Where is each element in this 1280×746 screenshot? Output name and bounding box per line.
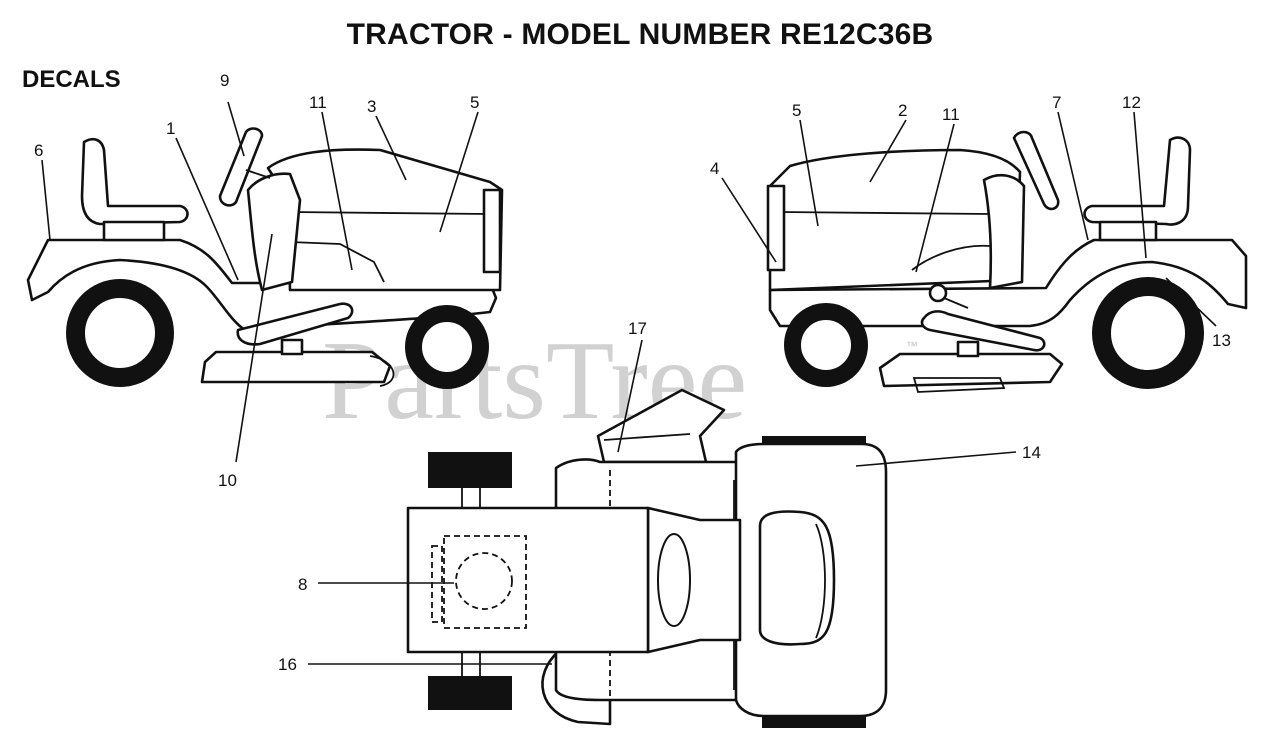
- callout-17: 17: [628, 319, 647, 338]
- callout-11-right: 11: [942, 105, 960, 124]
- steering-wheel-top: [657, 533, 691, 627]
- hood-right: [768, 148, 1022, 292]
- callout-7: 7: [1052, 93, 1061, 112]
- callout-12: 12: [1122, 93, 1141, 112]
- callout-13: 13: [1212, 331, 1231, 350]
- leader-9: [227, 101, 245, 157]
- callout-14: 14: [1022, 443, 1041, 462]
- leader-1: [175, 137, 239, 281]
- footrest-right: [920, 310, 1046, 352]
- callout-6: 6: [34, 141, 43, 160]
- deck-chute-right: [912, 377, 1006, 393]
- leader-14: [855, 451, 1017, 467]
- steering-wheel-right: [1012, 130, 1060, 211]
- seat-base-left: [102, 220, 166, 242]
- callout-4: 4: [710, 159, 719, 178]
- leader-3: [375, 115, 407, 181]
- seat-top: [758, 510, 836, 646]
- steering-wheel-left: [218, 127, 264, 207]
- callout-2: 2: [898, 101, 907, 120]
- grille-left: [482, 188, 502, 274]
- decal-8-outline-a: [431, 545, 443, 623]
- leader-11-left: [321, 111, 353, 271]
- tractor-left-side-view: 9 11 3 5 6 1 10: [26, 71, 504, 490]
- key-switch-right: [928, 283, 948, 303]
- leader-13: [1165, 277, 1217, 327]
- callout-10: 10: [218, 471, 237, 490]
- dash-console-left: [246, 172, 302, 292]
- front-hub-right: [799, 318, 853, 372]
- dash-console-right: [982, 173, 1026, 290]
- callout-9: 9: [220, 71, 229, 90]
- deck-chute-left: [369, 355, 395, 387]
- tractor-right-side-view: 5 2 11 7 12 4 13: [710, 93, 1248, 393]
- watermark-tm: ™: [906, 339, 918, 353]
- tractor-top-view: 17 14 8 16: [278, 319, 1041, 728]
- rear-hub-right: [1109, 294, 1187, 372]
- section-label: DECALS: [22, 66, 121, 93]
- decal-8-outline-b: [443, 535, 527, 629]
- deck-hanger-left: [280, 338, 304, 356]
- seat-right: [1083, 136, 1192, 226]
- seat-back-line-top: [815, 523, 826, 639]
- leader-10: [235, 233, 273, 463]
- front-wheel-top-left: [428, 452, 512, 488]
- callout-5-right: 5: [792, 101, 801, 120]
- front-hub-left: [420, 320, 474, 374]
- deck-hanger-right: [956, 340, 980, 358]
- chute-line-top: [603, 433, 691, 441]
- callout-11-left: 11: [309, 93, 327, 112]
- seat-left: [80, 137, 189, 226]
- rear-wheel-top-right: [762, 714, 866, 728]
- diagram-title: TRACTOR - MODEL NUMBER RE12C36B: [346, 18, 934, 51]
- seat-base-right: [1098, 220, 1158, 242]
- leader-2: [869, 119, 907, 183]
- hood-left: [266, 148, 504, 292]
- steering-column-left: [245, 169, 271, 179]
- callout-16: 16: [278, 655, 297, 674]
- leader-5-left: [439, 111, 479, 233]
- decal-8-circle: [455, 552, 513, 610]
- callout-3: 3: [367, 97, 376, 116]
- grille-right: [766, 184, 786, 272]
- hood-side-line-left: [289, 241, 385, 283]
- callout-5-left: 5: [470, 93, 479, 112]
- leader-11-right: [915, 123, 955, 273]
- key-shaft-right: [943, 297, 969, 309]
- leader-7: [1057, 111, 1089, 241]
- footrest-left: [236, 302, 354, 346]
- leader-6: [41, 159, 51, 241]
- mower-deck-left: [200, 350, 392, 384]
- leader-12: [1133, 111, 1147, 259]
- leader-5-right: [799, 119, 819, 227]
- hood-line-left: [289, 211, 489, 215]
- callout-1: 1: [166, 119, 175, 138]
- rear-hub-left: [83, 296, 157, 370]
- callout-8: 8: [298, 575, 307, 594]
- leader-4: [721, 177, 777, 263]
- leader-17: [617, 339, 643, 453]
- body-right: [768, 238, 1248, 328]
- front-wheel-top-right: [428, 676, 512, 710]
- mower-deck-right: [878, 352, 1064, 388]
